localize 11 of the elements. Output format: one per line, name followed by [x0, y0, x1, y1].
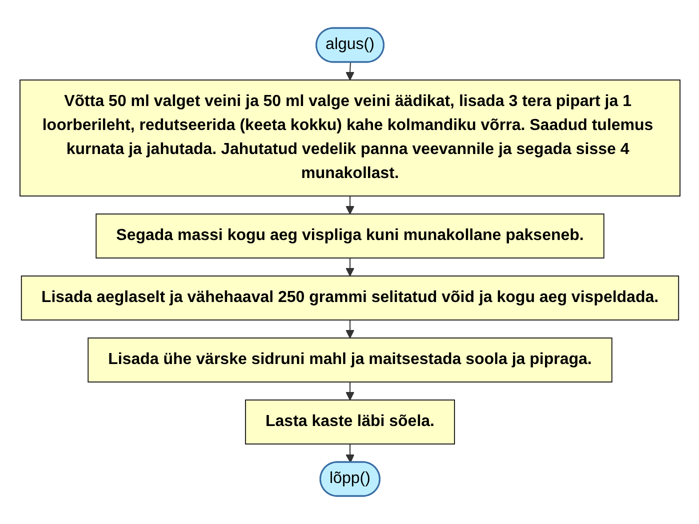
arrow: [345, 444, 354, 463]
arrow: [345, 382, 354, 400]
node-box: Segada massi kogu aeg vispliga kuni munakollane pakseneb.: [95, 214, 604, 258]
arrow: [345, 196, 354, 214]
node-box: Võtta 50 ml valget veini ja 50 ml valge veini äädikat, lisada 3 tera pipart ja 1 loorberileht, redutseerida (keeta kokku) kahe kolmandiku võrra. Saadud tulemus kurnata ja jahutada. Jahutatud vedelik panna veevannile ja segada sisse 4 munakollast.: [19, 80, 680, 196]
arrow: [345, 320, 354, 338]
node-box: Lisada aeglaselt ja vähehaaval 250 grammi selitatud võid ja kogu aeg vispeldada.: [20, 276, 679, 320]
arrow: [345, 62, 354, 80]
arrow: [345, 258, 354, 276]
node-box: Lisada ühe värske sidruni mahl ja maitsestada soola ja pipraga.: [87, 338, 612, 382]
node-box: Lasta kaste läbi sõela.: [244, 400, 454, 444]
